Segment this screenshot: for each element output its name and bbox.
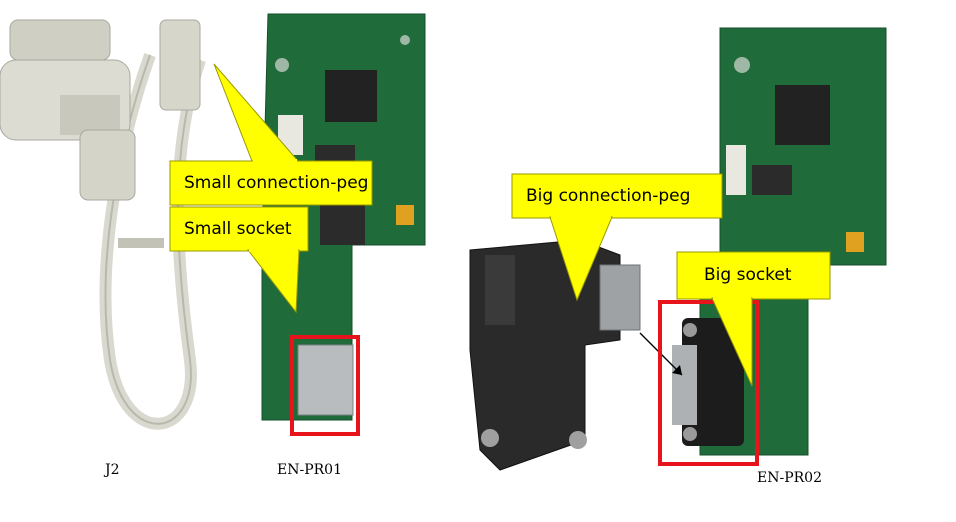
label-small-socket: Small socket: [184, 219, 292, 239]
profibus-connector: [469, 239, 641, 471]
usb-cable: [0, 19, 206, 430]
callout-big-peg: [511, 173, 723, 302]
callout-small-peg: [169, 63, 373, 206]
small-socket-highlight: [290, 335, 360, 436]
label-small-connection-peg: Small connection-peg: [184, 173, 369, 193]
caption-en-pr02: EN-PR02: [757, 470, 822, 486]
board-en-pr01: [261, 13, 426, 421]
callout-small-socket: [169, 206, 309, 314]
board-en-pr02: [672, 27, 887, 456]
label-big-socket: Big socket: [704, 265, 792, 285]
callout-big-socket: [676, 251, 831, 387]
label-big-connection-peg: Big connection-peg: [526, 186, 691, 206]
caption-j2: J2: [105, 462, 120, 478]
caption-en-pr01: EN-PR01: [277, 462, 342, 478]
big-socket-highlight: [658, 300, 759, 466]
